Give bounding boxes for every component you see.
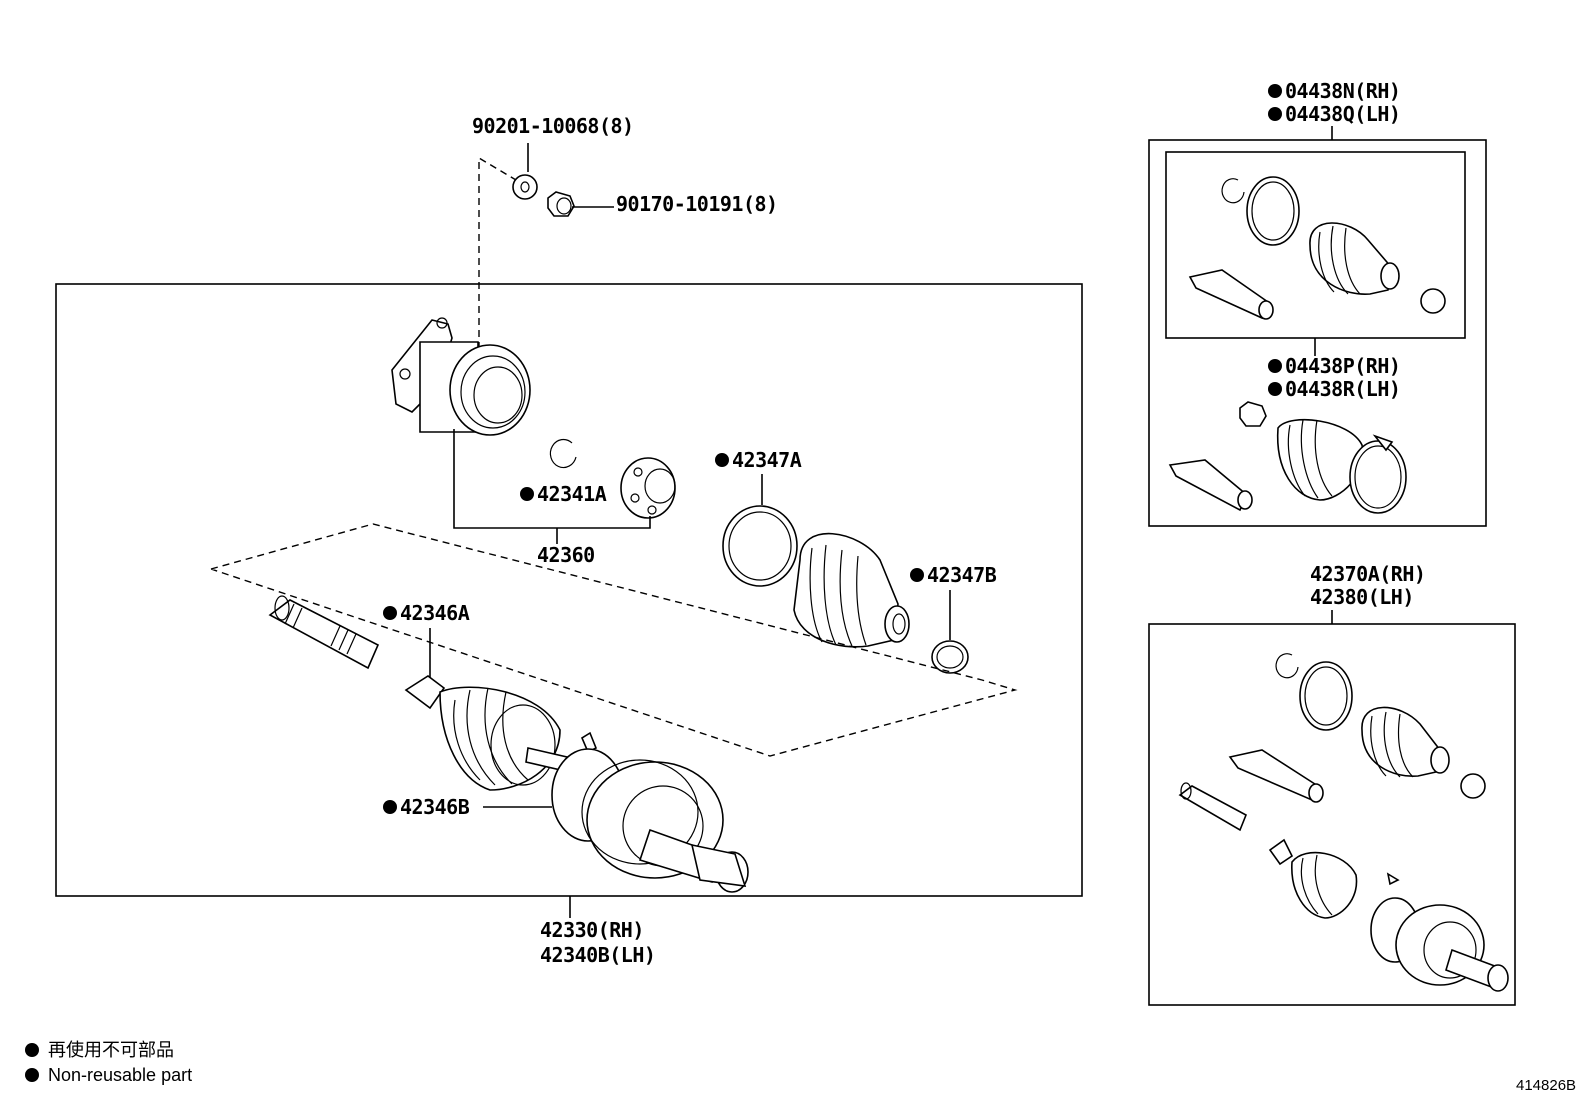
intermediate-shaft-part — [268, 595, 380, 670]
boot-kit-outer-frame — [1148, 139, 1487, 527]
alt-assembly-frame — [1148, 623, 1516, 1006]
main-assembly-frame — [55, 283, 1083, 897]
nut-part — [547, 191, 575, 217]
inner-race-part — [620, 457, 676, 519]
label-42346B: 42346B — [400, 795, 470, 819]
label-42341A: 42341A — [537, 482, 607, 506]
label-42347A: 42347A — [732, 448, 802, 472]
hub-bearing-part — [391, 317, 531, 436]
label-04438N-rh: 04438N(RH) — [1285, 79, 1400, 103]
drive-shaft-assembly-part — [404, 675, 749, 893]
large-boot-clamp-part — [722, 505, 798, 587]
label-42380-lh: 42380(LH) — [1310, 585, 1414, 609]
label-90170-10191: 90170-10191(8) — [616, 192, 778, 216]
label-42330-rh: 42330(RH) — [540, 918, 644, 942]
diagram-ref-code: 414826B — [1516, 1077, 1576, 1094]
small-boot-clamp-part — [931, 640, 969, 674]
outboard-boot-part — [793, 532, 910, 648]
kit-outboard-parts — [1188, 176, 1446, 320]
label-42346A: 42346A — [400, 601, 470, 625]
label-42347B: 42347B — [927, 563, 997, 587]
alt-assembly-parts — [1178, 653, 1509, 992]
label-90201-10068: 90201-10068(8) — [472, 114, 634, 138]
label-42370A-rh: 42370A(RH) — [1310, 562, 1425, 586]
label-42340B-lh: 42340B(LH) — [540, 943, 655, 967]
legend-label-en: Non-reusable part — [48, 1065, 192, 1085]
washer-part — [512, 174, 538, 200]
label-04438R-lh: 04438R(LH) — [1285, 377, 1400, 401]
circlip-part — [549, 438, 577, 469]
kit-inboard-parts — [1168, 401, 1407, 514]
label-04438Q-lh: 04438Q(LH) — [1285, 102, 1400, 126]
label-42360: 42360 — [537, 543, 595, 567]
legend-label-jp: 再使用不可部品 — [48, 1040, 174, 1060]
label-04438P-rh: 04438P(RH) — [1285, 354, 1400, 378]
